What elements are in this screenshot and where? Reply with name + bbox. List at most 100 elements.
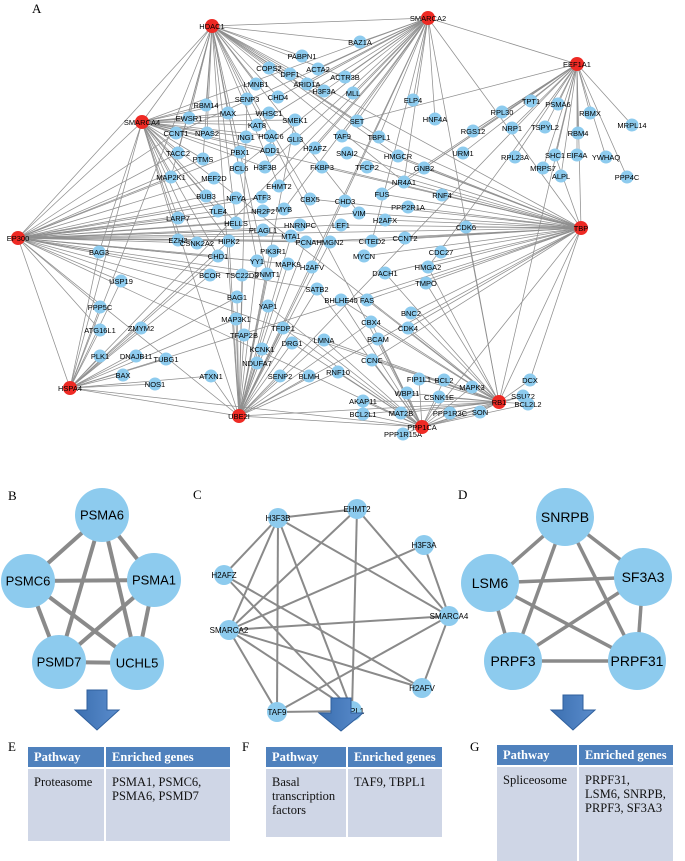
node-circle: [110, 636, 164, 690]
network_c-edge: [223, 574, 353, 712]
node-circle: [465, 380, 479, 394]
down-arrow-b: [73, 689, 121, 731]
node-circle: [620, 170, 634, 184]
network-a-edge: [141, 104, 207, 123]
hub-label: EEF1A1: [563, 60, 591, 69]
node-label: RBMX: [579, 109, 601, 118]
network-a-node-tle4: TLE4: [209, 204, 227, 218]
node-circle: [255, 342, 269, 356]
node-circle: [331, 365, 345, 379]
network-a-node-nrp1: NRP1: [502, 121, 522, 135]
node-circle: [129, 349, 143, 363]
node-circle: [536, 488, 594, 546]
network-a-edge: [69, 306, 101, 389]
network-a-node-atxn1: ATXN1: [199, 369, 223, 383]
node-label: PLAGL1: [249, 226, 277, 235]
network-a-edge: [381, 63, 578, 195]
network-a-edge: [238, 266, 313, 417]
network-a-edge: [498, 63, 578, 403]
node-circle: [338, 194, 352, 208]
node-circle: [397, 175, 411, 189]
network-a-edge: [17, 237, 198, 244]
node-label: PSMC6: [6, 574, 51, 589]
node-circle: [171, 146, 185, 160]
down-arrow-c: [317, 697, 365, 732]
node-label: SENP2: [268, 372, 293, 381]
node-circle: [521, 397, 535, 411]
network-a-node-lef1: LEF1: [332, 218, 350, 232]
network-a-node-pabpn1: PABPN1: [287, 49, 317, 63]
network_c-edge: [277, 517, 353, 712]
node-circle: [391, 149, 405, 163]
network-a-edge: [305, 227, 582, 243]
network-a-node-bcl6: BCL6: [230, 161, 248, 175]
network-a-node-gnb2: GNB2: [414, 161, 434, 175]
network-a-node-bcor: BCOR: [199, 268, 221, 282]
network-a-edge: [427, 227, 582, 268]
network-a-edge: [17, 25, 213, 239]
node-circle: [396, 427, 410, 441]
node-label: RBM14: [193, 101, 218, 110]
node-circle: [508, 150, 522, 164]
network-a-edge: [514, 63, 578, 158]
network-a-node-hells: HELLS: [224, 216, 248, 230]
table-g: Pathway Enriched genes Spliceosome PRPF3…: [497, 745, 673, 861]
node-label: H3F3A: [312, 87, 335, 96]
node-label: CSNK1E: [424, 393, 454, 402]
network-a-node-rnf4: RNF4: [432, 188, 452, 202]
node-circle: [315, 160, 329, 174]
node-label: SON: [472, 408, 488, 417]
node-circle: [277, 202, 291, 216]
node-label: EHMT2: [343, 505, 371, 514]
network-a-node-h3f3a: H3F3A: [312, 84, 336, 98]
hub-circle: [415, 420, 429, 434]
network-a-edge: [238, 241, 307, 417]
network-a-edge: [554, 63, 578, 156]
network-a-node-tbpl1: TBPL1: [368, 130, 390, 144]
network-a-node-ewsr1: EWSR1: [176, 111, 202, 125]
node-label: KCNK1: [249, 345, 274, 354]
network_b-node-psmc6: PSMC6: [1, 554, 55, 608]
node-circle: [335, 129, 349, 143]
hub-circle: [232, 409, 246, 423]
node-label: TBPL1: [340, 707, 365, 716]
network-a-edge: [69, 17, 429, 389]
node-circle: [323, 235, 337, 249]
node-label: FKBP3: [310, 163, 334, 172]
network-a-edge: [17, 237, 240, 417]
network-a-edge: [362, 400, 423, 428]
network_c-nodes: H3F3BEHMT2H3F3ASMARCA4H2AFVTBPL1TAF9SMAR…: [210, 499, 469, 722]
node-label: GLI3: [287, 135, 303, 144]
table-e-header-genes: Enriched genes: [105, 747, 230, 768]
network-a-edge: [211, 25, 279, 98]
network_c-edges: [223, 508, 450, 713]
node-circle: [435, 188, 449, 202]
node-label: NFYA: [226, 194, 245, 203]
network_d-node-lsm6: LSM6: [461, 554, 519, 612]
node-circle: [350, 114, 364, 128]
node-label: AKAP11: [349, 397, 377, 406]
network-a-node-mta1: MTA1: [281, 229, 301, 243]
network-a-hub-ppp1ca: PPP1CA: [407, 420, 437, 434]
node-label: ACTR3B: [330, 73, 360, 82]
panel-label-g: G: [470, 739, 479, 754]
node-circle: [92, 245, 106, 259]
hub-circle: [421, 11, 435, 25]
node-label: SENP3: [235, 95, 260, 104]
node-label: RPL30: [491, 108, 514, 117]
node-label: BAG1: [227, 293, 247, 302]
network-a-edge: [210, 375, 240, 417]
node-circle: [258, 160, 272, 174]
node-circle: [262, 106, 276, 120]
node-label: YWHAQ: [592, 153, 621, 162]
node-label: ALPL: [552, 172, 570, 181]
node-label: FUS: [375, 190, 390, 199]
network-a-node-fip1l1: FIP1L1: [407, 372, 431, 386]
network-a-node-dpf1: DPF1: [280, 67, 300, 81]
node-label: TLE4: [209, 207, 227, 216]
network-a-node-dnmt1: DNMT1: [254, 267, 280, 281]
network-a-node-cops2: COPS2: [256, 61, 282, 75]
network-a-node-bcam: BCAM: [367, 332, 389, 346]
